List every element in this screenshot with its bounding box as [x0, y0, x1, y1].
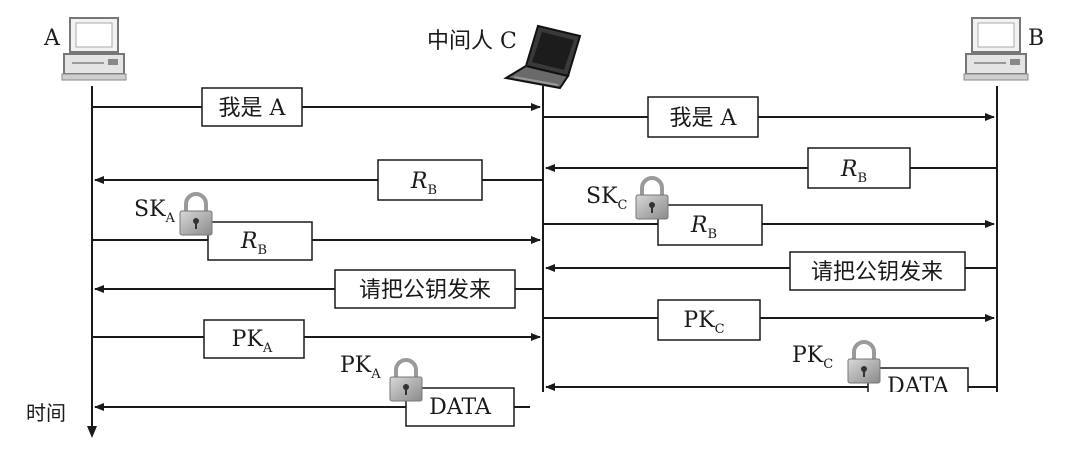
lock-icon: [848, 342, 880, 383]
msg-label-m2: 我是 A: [670, 106, 738, 131]
key-label-k1: SKA: [134, 197, 176, 226]
lock-icon: [636, 178, 668, 219]
key-label-k3: PKA: [340, 353, 381, 382]
msg-label-m8: 请把公钥发来: [811, 260, 943, 285]
actor-b-label: B: [1028, 26, 1044, 51]
msg-label-m7: 请把公钥发来: [359, 278, 491, 303]
computer-b-icon: [964, 18, 1028, 80]
key-label-k2: SKC: [586, 184, 628, 213]
actor-a-label: A: [43, 26, 61, 51]
lock-icon: [180, 194, 212, 235]
computer-a-icon: [62, 18, 126, 80]
msg-label-m11: DATA: [429, 395, 492, 420]
time-arrow-head: [87, 426, 97, 438]
actor-c-label: 中间人 C: [427, 29, 517, 54]
laptop-c-icon: [506, 26, 580, 88]
lock-icon: [390, 360, 422, 401]
key-label-k4: PKC: [792, 343, 833, 372]
msg-label-m1: 我是 A: [219, 96, 287, 121]
cropped-region: [535, 392, 1065, 465]
time-label: 时间: [26, 401, 66, 425]
